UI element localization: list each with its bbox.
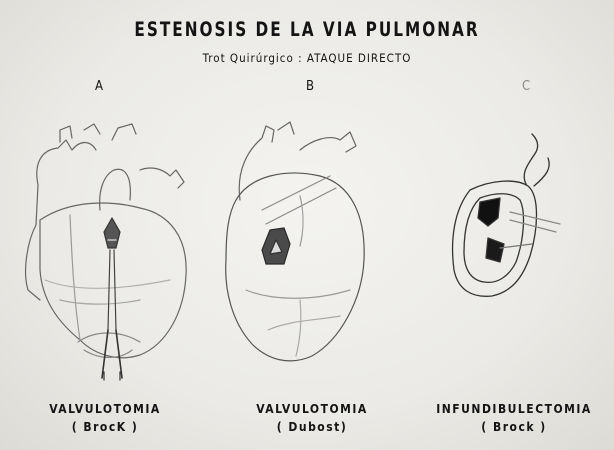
caption-b-line1: VALVULOTOMIA xyxy=(222,402,402,416)
heart-drawing-a xyxy=(26,124,187,380)
caption-c: INFUNDIBULECTOMIA ( Brock ) xyxy=(424,402,604,434)
caption-c-line2: ( Brock ) xyxy=(424,420,604,434)
heart-drawing-c xyxy=(453,134,560,296)
caption-a-line2: ( BrocK ) xyxy=(15,420,195,434)
caption-c-line1: INFUNDIBULECTOMIA xyxy=(424,402,604,416)
heart-drawing-b xyxy=(226,122,364,361)
caption-a: VALVULOTOMIA ( BrocK ) xyxy=(15,402,195,434)
caption-b: VALVULOTOMIA ( Dubost) xyxy=(222,402,402,434)
caption-b-line2: ( Dubost) xyxy=(222,420,402,434)
caption-a-line1: VALVULOTOMIA xyxy=(15,402,195,416)
